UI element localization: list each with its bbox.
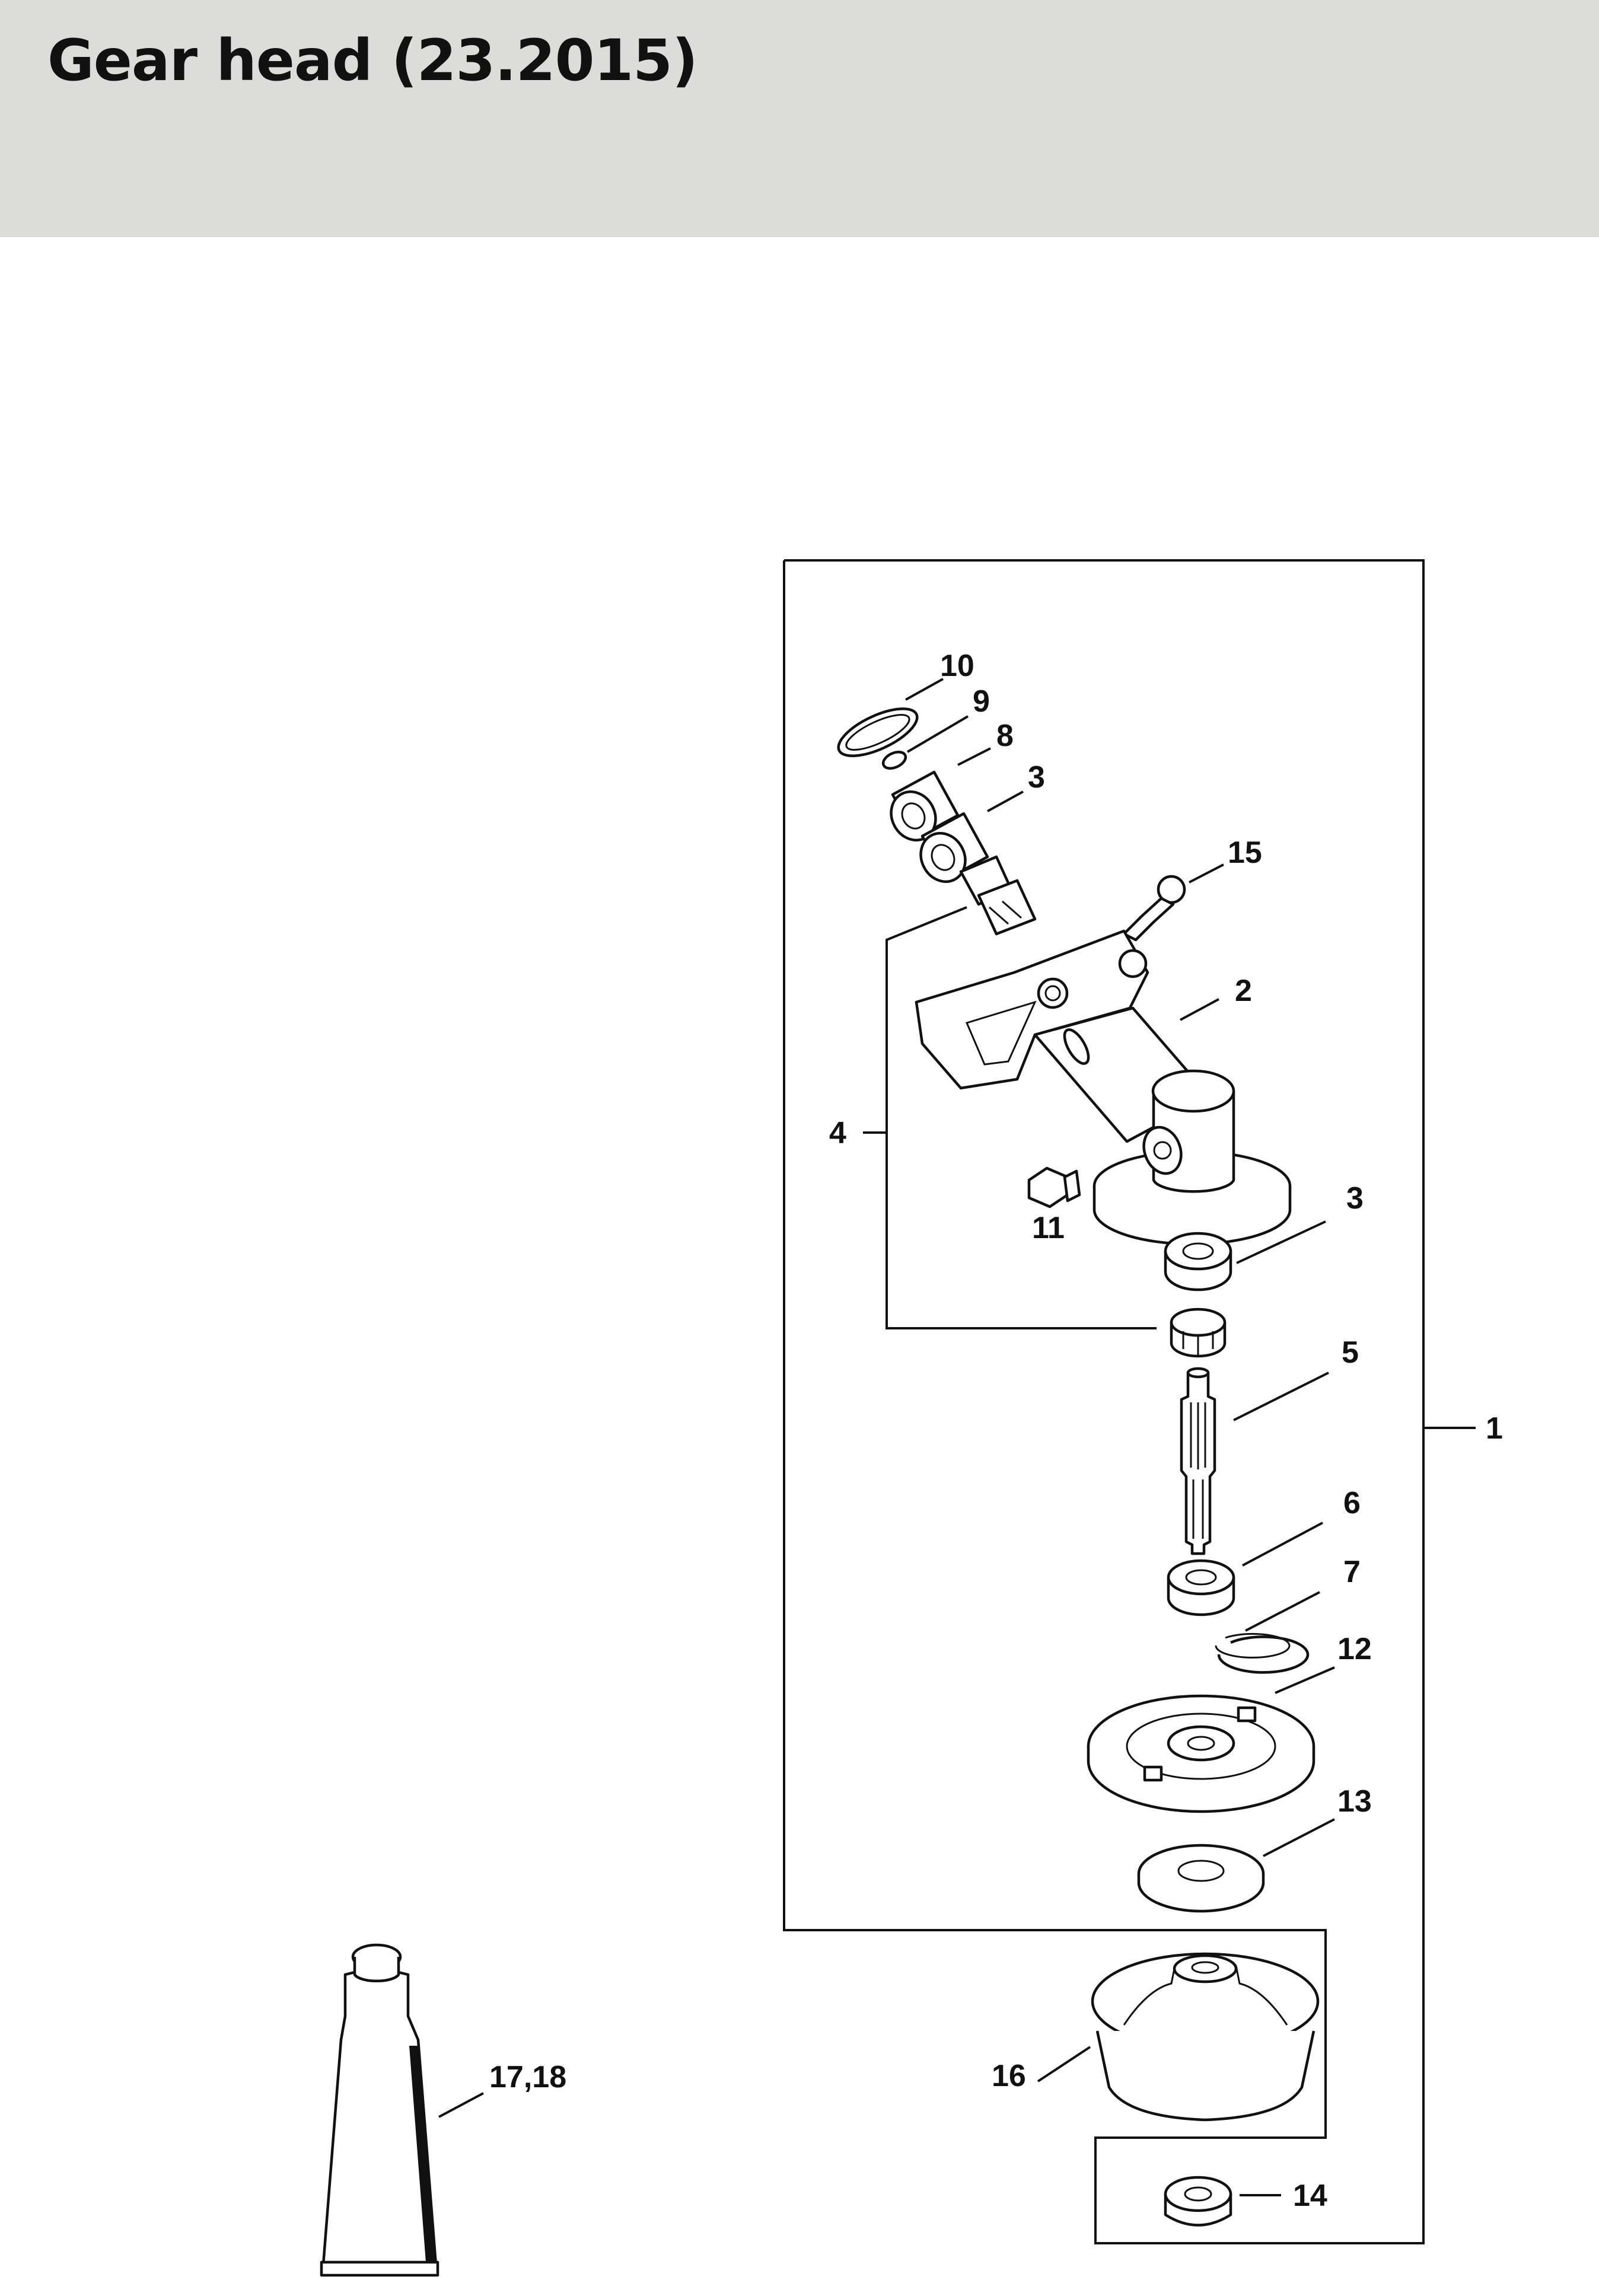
callout-7: 7: [1343, 1555, 1361, 1589]
part-9-clip[interactable]: [881, 715, 969, 771]
callout-2: 2: [1235, 974, 1252, 1008]
callout-14: 14: [1293, 2179, 1327, 2213]
part-3-bearing-upper[interactable]: [912, 790, 1024, 889]
part-16-guard-cup[interactable]: [1037, 1952, 1320, 2122]
part-5-shaft[interactable]: [1180, 1367, 1329, 1555]
part-10-circlip[interactable]: [832, 678, 944, 766]
callout-3-lower: 3: [1346, 1181, 1364, 1216]
callout-11: 11: [1032, 1211, 1065, 1245]
page-title: Gear head (23.2015): [47, 27, 698, 94]
callout-15: 15: [1228, 836, 1262, 870]
part-14-nut[interactable]: [1164, 2176, 1281, 2227]
callout-6: 6: [1343, 1486, 1361, 1520]
part-6-bearing[interactable]: [1167, 1522, 1323, 1616]
part-4-pinion[interactable]: [959, 855, 1037, 936]
part-13-washer[interactable]: [1137, 1818, 1335, 1913]
part-2-gear-housing[interactable]: [915, 929, 1292, 1246]
callout-10: 10: [940, 649, 974, 683]
callout-4: 4: [829, 1116, 846, 1150]
callout-13: 13: [1337, 1784, 1372, 1819]
assembly-bracket-1: [783, 559, 1476, 2244]
part-17-18-grease-tube[interactable]: [320, 1943, 484, 2277]
callout-5: 5: [1342, 1335, 1359, 1370]
callout-9: 9: [973, 684, 990, 719]
callout-17-18: 17,18: [489, 2060, 566, 2094]
callout-1: 1: [1486, 1411, 1503, 1446]
callout-12: 12: [1337, 1632, 1372, 1666]
callout-3-upper: 3: [1028, 760, 1045, 795]
part-15-screw[interactable]: [1122, 863, 1224, 942]
part-12-thrust-plate[interactable]: [1087, 1666, 1335, 1813]
part-11-plug[interactable]: [1027, 1166, 1081, 1208]
part-4-bevel-gear[interactable]: [1170, 1308, 1227, 1358]
page-header: Gear head (23.2015): [0, 0, 1599, 237]
part-3-bearing-lower[interactable]: [1164, 1220, 1326, 1292]
callout-16: 16: [992, 2059, 1026, 2093]
part-7-circlip[interactable]: [1215, 1591, 1320, 1674]
assembly-bracket-4: [863, 906, 1157, 1329]
callout-8: 8: [996, 719, 1014, 753]
callout-labels: 10 9 8 3 15 2 4 11 3 5 1 6 7 12 13 16 14…: [489, 649, 1503, 2213]
